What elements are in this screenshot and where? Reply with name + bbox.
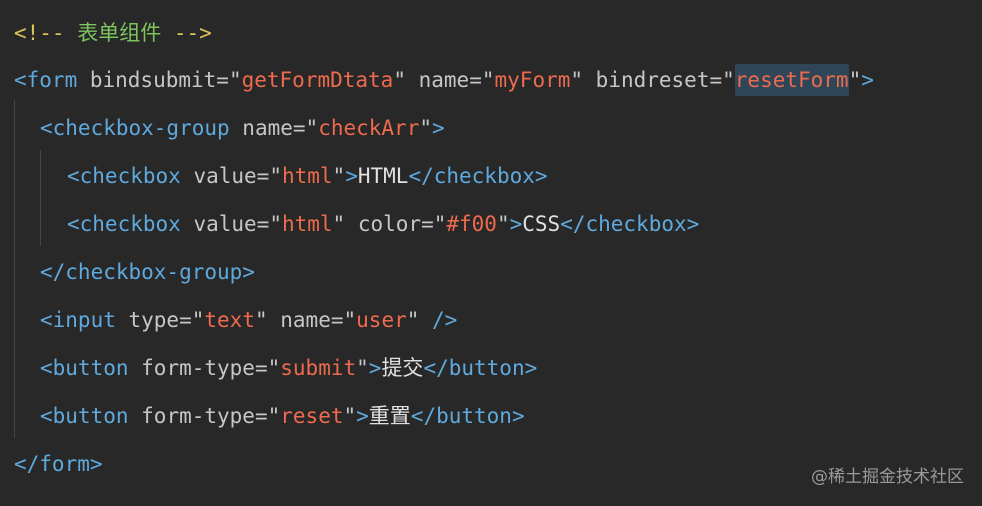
value-myform: myForm <box>494 68 571 92</box>
tag-end: > <box>432 116 445 140</box>
value-submit: submit <box>280 356 357 380</box>
text-submit: 提交 <box>381 356 424 380</box>
comment-text: 表单组件 <box>64 21 174 45</box>
quote: " <box>267 404 281 428</box>
quote: " <box>393 68 406 92</box>
equals: = <box>330 308 344 332</box>
quote: " <box>433 212 447 236</box>
tag-checkbox-open: <checkbox <box>67 212 181 236</box>
tag-input-open: <input <box>40 308 116 332</box>
attr-name: name <box>229 116 293 140</box>
value-text: text <box>204 308 255 332</box>
value-html: html <box>281 212 333 236</box>
attr-type: type <box>115 308 180 332</box>
tag-end: > <box>861 68 874 92</box>
equals: = <box>292 116 306 140</box>
code-line-9: <button form-type="reset">重置</button> <box>40 396 525 436</box>
quote: " <box>332 212 346 236</box>
equals: = <box>254 404 268 428</box>
value-getformdtata: getFormDtata <box>241 68 394 92</box>
code-line-8: <button form-type="submit">提交</button> <box>40 348 537 388</box>
tag-button-open: <button <box>40 404 129 428</box>
value-user: user <box>356 308 407 332</box>
equals: = <box>709 68 723 92</box>
tag-checkbox-close: </checkbox> <box>408 164 548 188</box>
code-line-3: <checkbox-group name="checkArr"> <box>40 108 445 148</box>
quote: " <box>343 404 357 428</box>
tag-form-open: <form <box>14 68 78 92</box>
equals: = <box>179 308 192 332</box>
tag-checkbox-open: <checkbox <box>67 164 181 188</box>
attr-form-type: form-type <box>128 404 255 428</box>
indent-guide-inner <box>40 150 41 246</box>
tag-button-close: </button> <box>423 356 538 380</box>
quote: " <box>343 308 357 332</box>
equals: = <box>256 164 270 188</box>
quote: " <box>356 356 369 380</box>
attr-value: value <box>180 164 257 188</box>
tag-button-open: <button <box>40 356 129 380</box>
value-f00: #f00 <box>446 212 497 236</box>
comment-open: <!-- <box>14 21 65 45</box>
equals: = <box>256 212 270 236</box>
tag-self-close: /> <box>419 308 458 332</box>
value-html: html <box>281 164 333 188</box>
code-line-7: <input type="text" name="user" /> <box>40 300 457 340</box>
quote: " <box>305 116 319 140</box>
quote: " <box>267 356 281 380</box>
tag-checkbox-close: </checkbox> <box>560 212 700 236</box>
text-css: CSS <box>522 212 561 236</box>
equals: = <box>216 68 229 92</box>
tag-end: > <box>368 356 382 380</box>
attr-bindreset: bindreset <box>583 68 710 92</box>
quote: " <box>481 68 495 92</box>
value-resetform-selected[interactable]: resetForm <box>734 64 849 96</box>
code-line-2: <form bindsubmit="getFormDtata" name="my… <box>14 60 874 100</box>
code-line-10: </form> <box>14 444 103 484</box>
tag-checkbox-group-close: </checkbox-group> <box>40 260 255 284</box>
code-line-4: <checkbox value="html">HTML</checkbox> <box>67 156 548 196</box>
code-line-5: <checkbox value="html" color="#f00">CSS<… <box>67 204 699 244</box>
quote: " <box>254 308 268 332</box>
attr-name: name <box>405 68 470 92</box>
value-checkarr: checkArr <box>318 116 420 140</box>
quote: " <box>332 164 346 188</box>
tag-end: > <box>356 404 369 428</box>
quote: " <box>848 68 862 92</box>
tag-end: > <box>345 164 358 188</box>
quote: " <box>419 116 432 140</box>
attr-value: value <box>180 212 257 236</box>
value-reset: reset <box>280 404 344 428</box>
attr-form-type: form-type <box>128 356 255 380</box>
quote: " <box>191 308 205 332</box>
quote: " <box>228 68 242 92</box>
equals: = <box>421 212 434 236</box>
tag-checkbox-group-open: <checkbox-group <box>40 116 230 140</box>
quote: " <box>406 308 420 332</box>
code-line-1: <!-- 表单组件 --> <box>14 13 212 53</box>
quote: " <box>269 212 282 236</box>
watermark: @稀土掘金技术社区 <box>811 467 964 487</box>
attr-name: name <box>267 308 331 332</box>
text-html: HTML <box>357 164 409 188</box>
attr-bindsubmit: bindsubmit <box>77 68 217 92</box>
tag-end: > <box>509 212 523 236</box>
equals: = <box>469 68 482 92</box>
indent-guide-outer <box>14 100 15 438</box>
tag-button-close: </button> <box>410 404 525 428</box>
equals: = <box>254 356 268 380</box>
quote: " <box>722 68 735 92</box>
quote: " <box>496 212 510 236</box>
comment-close: --> <box>173 21 212 45</box>
code-line-6: </checkbox-group> <box>40 252 255 292</box>
tag-form-close: </form> <box>14 452 103 476</box>
quote: " <box>570 68 584 92</box>
quote: " <box>269 164 282 188</box>
text-reset: 重置 <box>368 404 411 428</box>
attr-color: color <box>345 212 422 236</box>
